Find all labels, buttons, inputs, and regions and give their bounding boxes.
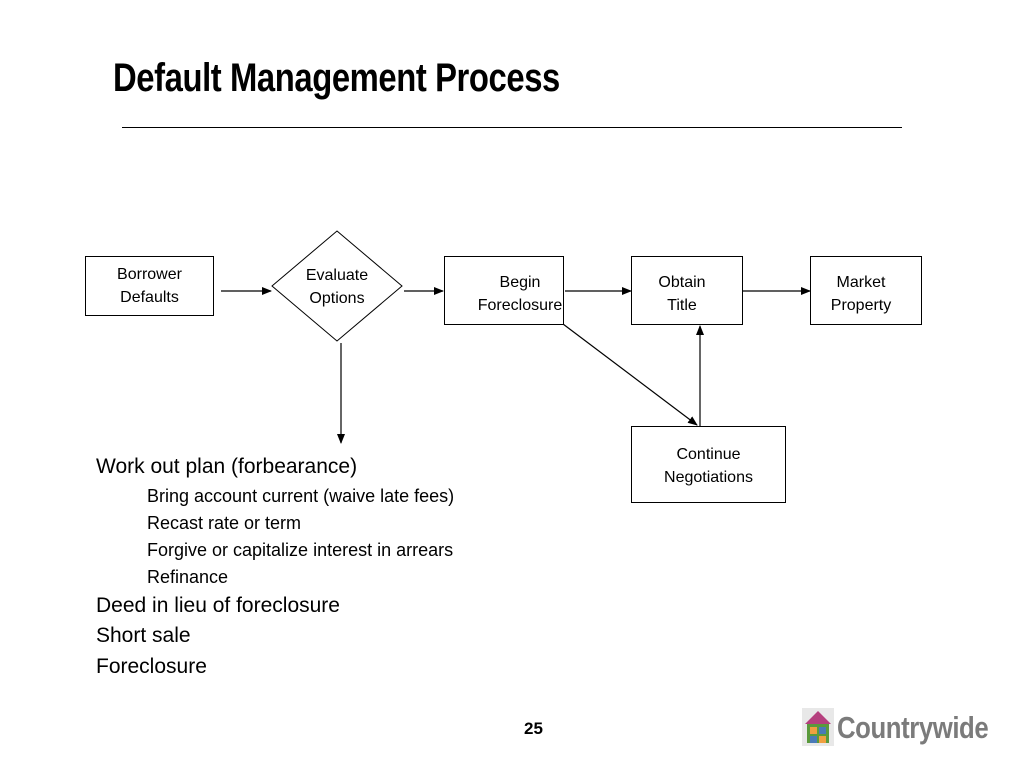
node-continue-negotiations: Continue Negotiations	[631, 426, 786, 503]
node-obtain-title-label: Obtain Title	[658, 274, 706, 314]
node-begin-foreclosure-label: Begin Foreclosure	[477, 274, 563, 314]
node-evaluate-options-label: Evaluate Options	[305, 267, 369, 307]
option-short-sale: Short sale	[96, 624, 191, 647]
slide-title: Default Management Process	[113, 56, 560, 100]
node-borrower-defaults: Borrower Defaults	[85, 256, 214, 316]
node-market-property-label: Market Property	[830, 274, 892, 314]
workout-item: Recast rate or term	[147, 512, 302, 533]
node-obtain-title: Obtain Title	[631, 256, 743, 325]
arrow-foreclosure-to-negotiations	[562, 323, 698, 426]
title-divider	[122, 127, 902, 128]
workout-item: Bring account current (waive late fees)	[147, 485, 455, 506]
option-workout: Work out plan (forbearance)	[96, 455, 358, 478]
node-market-property: Market Property	[810, 256, 922, 325]
options-list: Work out plan (forbearance) Bring accoun…	[96, 452, 454, 682]
node-borrower-defaults-label: Borrower Defaults	[117, 266, 182, 306]
workout-item: Refinance	[147, 566, 229, 587]
company-logo-text: Countrywide	[837, 710, 989, 745]
house-icon	[802, 708, 834, 746]
option-foreclosure: Foreclosure	[96, 654, 207, 678]
evaluate-options-diamond	[271, 230, 403, 342]
node-begin-foreclosure: Begin Foreclosure	[444, 256, 564, 325]
page-number: 25	[524, 719, 543, 738]
node-continue-negotiations-label: Continue Negotiations	[664, 446, 753, 486]
option-deed-in-lieu: Deed in lieu of foreclosure	[96, 593, 340, 617]
workout-item: Forgive or capitalize interest in arrear…	[147, 539, 454, 560]
